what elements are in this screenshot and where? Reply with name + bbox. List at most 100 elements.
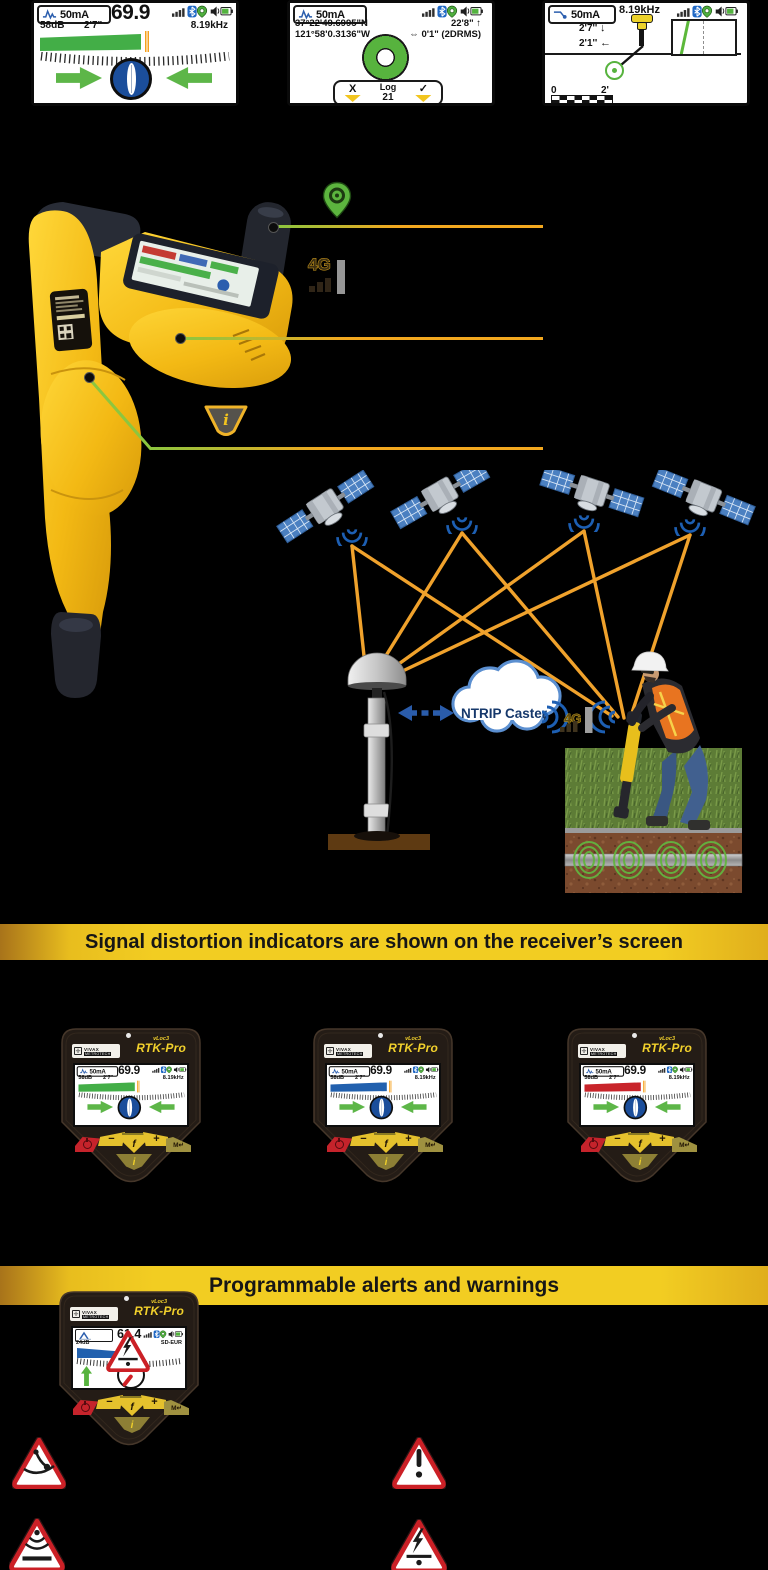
model-label: vLoc3 RTK-Pro — [134, 1299, 184, 1318]
line-direction-compass — [623, 1095, 648, 1120]
peak-marker — [643, 1080, 646, 1093]
guidance-arrow-left — [401, 1101, 427, 1113]
screen-locate: 50mA 69.9 58dB 2'7" 8.19kHz — [31, 0, 239, 106]
scale-end-label: 2' — [601, 85, 609, 96]
banner-signal-distortion: Signal distortion indicators are shown o… — [0, 924, 768, 960]
callout-line-antenna — [277, 225, 543, 228]
shallow-depth-warning-icon — [9, 1518, 65, 1570]
callout-dot — [175, 333, 186, 344]
current-value: 50mA — [89, 1068, 106, 1075]
signal-bar — [330, 1082, 387, 1092]
power-button[interactable] — [581, 1137, 606, 1152]
cancel-softkey[interactable]: X — [335, 82, 370, 103]
frequency-button[interactable]: f — [374, 1133, 398, 1153]
gnss-satellite-icon — [648, 470, 757, 534]
confirm-softkey[interactable]: ✓ — [406, 82, 441, 103]
worker-person — [628, 651, 710, 830]
log-target-donut — [362, 34, 409, 81]
plus-button[interactable]: + — [395, 1132, 422, 1146]
service-label — [49, 288, 93, 352]
model-label: vLoc3 RTK-Pro — [136, 1036, 186, 1055]
depth-value: 2'7" — [355, 1074, 366, 1081]
power-button[interactable] — [327, 1137, 352, 1152]
banner-text: Signal distortion indicators are shown o… — [85, 930, 683, 953]
info-button[interactable]: i — [368, 1154, 404, 1170]
gnss-satellite-icon — [388, 470, 495, 538]
minus-button[interactable]: − — [98, 1132, 125, 1146]
signal-bar — [584, 1082, 641, 1092]
minus-button[interactable]: − — [350, 1132, 377, 1146]
mode-box: 50mA — [548, 5, 616, 24]
readout-row: 24dB SD-EUR — [76, 1340, 182, 1346]
info-button[interactable]: i — [622, 1154, 658, 1170]
frequency-value: 8.19kHz — [414, 1074, 436, 1081]
gain-readout: 69.9 — [370, 1065, 392, 1077]
guidance-arrow-left — [166, 67, 212, 89]
foot-blade — [51, 612, 101, 698]
signal-bar — [78, 1082, 135, 1092]
peak-mode-icon — [79, 1331, 91, 1340]
gain-readout: 69.9 — [118, 1065, 140, 1077]
callout-dot — [84, 372, 95, 383]
power-icon — [81, 1401, 90, 1412]
status-icons — [171, 5, 233, 18]
signal-rings — [573, 841, 727, 879]
longitude-value: 121°58'0.3136"W — [295, 29, 371, 40]
logo-cross-icon: ✛ — [580, 1047, 588, 1055]
plus-button[interactable]: + — [143, 1132, 170, 1146]
log-softkeys: X Log 21 ✓ — [333, 80, 443, 103]
info-button[interactable]: i — [116, 1154, 152, 1170]
led-indicator — [126, 1033, 131, 1038]
sonde-target-marker — [605, 61, 624, 80]
ntrip-cloud-icon: NTRIP Caster — [451, 659, 562, 733]
peak-marker — [145, 31, 149, 52]
sonde-header-area — [545, 3, 741, 55]
info-trapezoid-icon: i — [204, 405, 248, 436]
current-value: 50mA — [595, 1068, 612, 1075]
display-module — [123, 233, 279, 319]
compass-needle — [378, 1098, 384, 1117]
gps-coordinates: 37°22'49.6995"N 121°58'0.3136"W — [295, 18, 370, 40]
plus-button[interactable]: + — [141, 1395, 168, 1409]
power-button[interactable] — [75, 1137, 100, 1152]
frequency-button[interactable]: f — [628, 1133, 652, 1153]
4g-label: 4G — [308, 255, 331, 274]
4g-link-label: 4G — [564, 711, 581, 726]
db-value: 58dB — [584, 1074, 599, 1081]
left-arrow-icon: ← — [600, 37, 612, 49]
mode-box: 50mA — [37, 5, 111, 24]
minus-button[interactable]: − — [604, 1132, 631, 1146]
signal-bar — [77, 1348, 133, 1358]
device-screen: 61.4 24dB SD-EUR — [71, 1326, 187, 1390]
mode-box — [75, 1329, 113, 1342]
minus-button[interactable]: − — [96, 1395, 123, 1409]
plus-button[interactable]: + — [649, 1132, 676, 1146]
altitude-value: 22'8" ↑ — [450, 18, 481, 29]
device-screen: 50mA 69.9 58dB 2'7" 8.19kHz — [73, 1063, 189, 1127]
keypad: − f + M↵ i — [73, 1395, 189, 1437]
gnss-signal-lines — [350, 529, 692, 721]
chevron-down-icon — [415, 95, 432, 102]
located-line-trace — [678, 21, 691, 54]
power-icon — [589, 1138, 598, 1149]
frequency-button[interactable]: f — [122, 1133, 146, 1153]
power-icon — [83, 1138, 92, 1149]
peak-marker — [137, 1080, 140, 1093]
led-indicator — [378, 1033, 383, 1038]
wifi-waves-icon — [541, 700, 616, 734]
info-button[interactable]: i — [114, 1417, 150, 1433]
guidance-arrow-right — [339, 1100, 366, 1114]
frequency-button[interactable]: f — [120, 1396, 144, 1416]
4g-bars — [560, 721, 578, 732]
mode-box: 50mA — [293, 5, 367, 24]
gnss-satellite-icon — [274, 470, 380, 551]
status-icons — [676, 5, 738, 18]
power-button[interactable] — [73, 1400, 98, 1415]
compass-needle — [632, 1098, 638, 1117]
